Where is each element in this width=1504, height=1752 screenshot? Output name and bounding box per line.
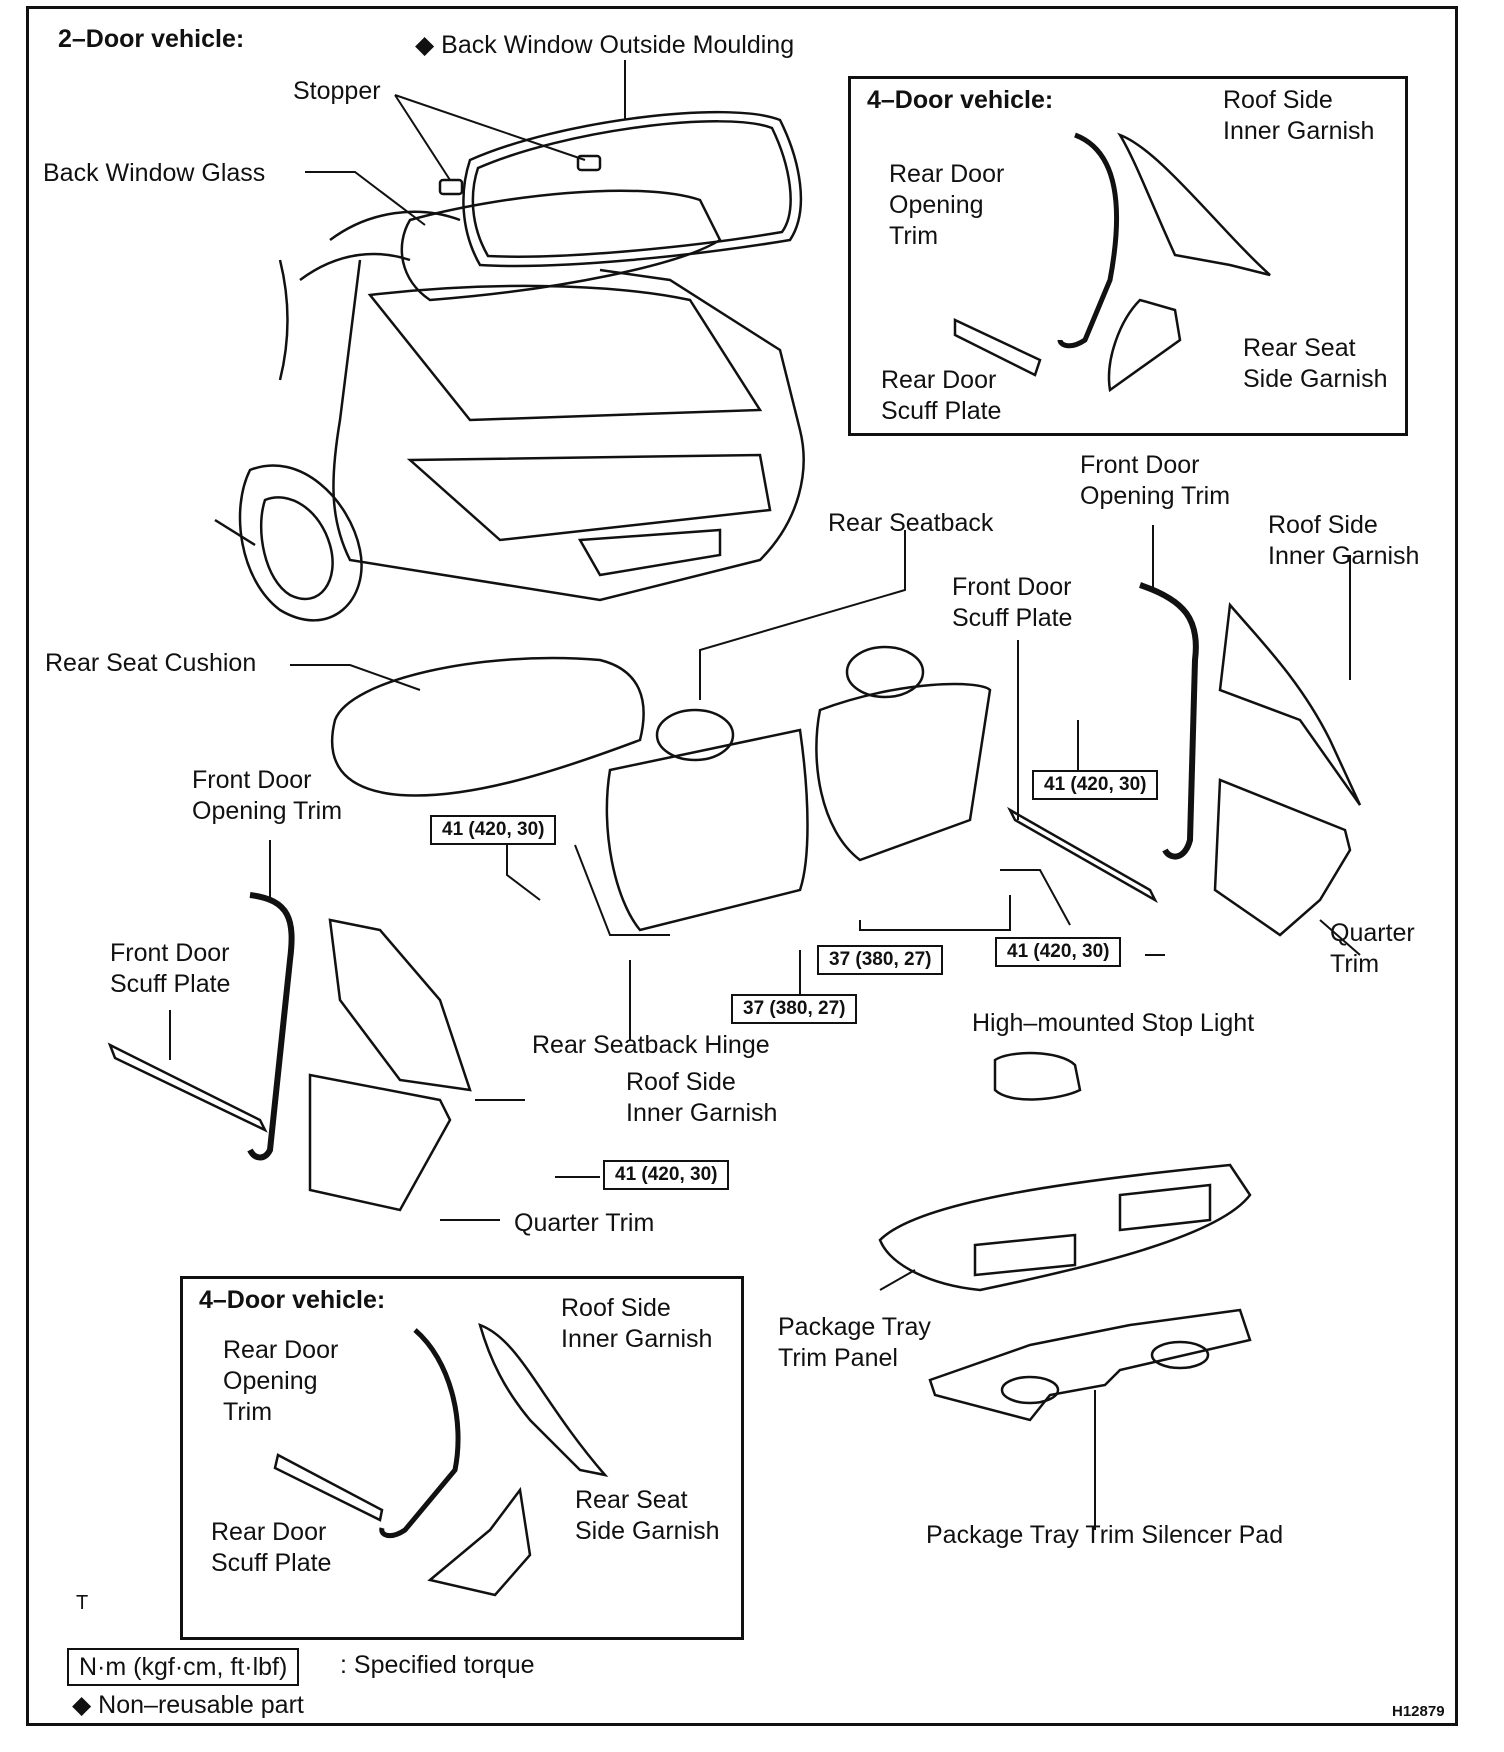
torque-spec-box: 41 (420, 30) — [603, 1160, 730, 1190]
inset-bottom-label-rear-seat-side-garnish: Rear Seat Side Garnish — [575, 1486, 720, 1545]
label-rear-seat-cushion: Rear Seat Cushion — [45, 649, 257, 677]
label-front-door-opening-trim-left: Front Door Opening Trim — [192, 766, 343, 825]
corner-mark: T — [76, 1592, 89, 1614]
inset-bottom-label-rear-door-scuff-plate: Rear Door Scuff Plate — [211, 1518, 332, 1577]
rear-seatback-left-drawing — [605, 728, 809, 932]
label-quarter-trim-right: Quarter Trim — [1330, 919, 1415, 978]
label-high-mounted-stop-light: High–mounted Stop Light — [972, 1009, 1255, 1037]
label-roof-side-inner-garnish-left: Roof Side Inner Garnish — [626, 1068, 778, 1127]
label-package-tray-trim-panel: Package Tray Trim Panel — [778, 1313, 931, 1372]
car-body-outline — [214, 210, 805, 622]
diagram-frame — [26, 6, 1458, 1726]
label-roof-side-inner-garnish-right: Roof Side Inner Garnish — [1268, 511, 1420, 570]
leader-lines — [169, 60, 1361, 1530]
label-quarter-trim-left: Quarter Trim — [514, 1209, 655, 1237]
legend-torque-desc: : Specified torque — [340, 1651, 535, 1679]
label-back-window-glass: Back Window Glass — [43, 159, 266, 187]
inset-bottom-label-rear-door-opening-trim: Rear Door Opening Trim — [223, 1336, 339, 1426]
torque-spec-box: 41 (420, 30) — [430, 815, 557, 845]
figure-id: H12879 — [1392, 1703, 1445, 1720]
inset-top-art — [953, 132, 1271, 393]
label-front-door-opening-trim-right: Front Door Opening Trim — [1080, 451, 1231, 510]
inset-top-title: 4–Door vehicle: — [867, 86, 1054, 114]
inset-4-door-bottom: 4–Door vehicle: Roof Side Inner Garnish … — [180, 1276, 744, 1640]
inset-4-door-top: 4–Door vehicle: Roof Side Inner Garnish … — [848, 76, 1408, 436]
inset-top-label-rear-door-scuff-plate: Rear Door Scuff Plate — [881, 366, 1002, 425]
inset-bottom-title: 4–Door vehicle: — [199, 1286, 386, 1314]
label-package-tray-trim-silencer-pad: Package Tray Trim Silencer Pad — [926, 1521, 1284, 1549]
torque-spec-box: 37 (380, 27) — [817, 945, 944, 975]
main-section-title: 2–Door vehicle: — [58, 25, 245, 53]
inset-bottom-art — [273, 1322, 609, 1597]
label-rear-seatback: Rear Seatback — [828, 509, 994, 537]
high-mounted-stop-light-drawing — [993, 1051, 1082, 1101]
label-rear-seatback-hinge: Rear Seatback Hinge — [532, 1031, 770, 1059]
label-stopper: Stopper — [293, 77, 381, 105]
legend-non-reusable: ◆ Non–reusable part — [72, 1691, 304, 1719]
label-front-door-scuff-plate-left: Front Door Scuff Plate — [110, 939, 231, 998]
label-back-window-outside-moulding: ◆ Back Window Outside Moulding — [415, 31, 795, 59]
package-tray-silencer-pad-drawing — [928, 1308, 1252, 1422]
inset-top-label-rear-seat-side-garnish: Rear Seat Side Garnish — [1243, 334, 1388, 393]
package-tray-trim-panel-drawing — [878, 1163, 1252, 1292]
legend-torque-unit: N·m (kgf·cm, ft·lbf) — [67, 1648, 300, 1686]
inset-bottom-label-roof-side-inner-garnish: Roof Side Inner Garnish — [561, 1294, 713, 1353]
rear-seat-cushion-drawing — [330, 656, 645, 797]
inset-top-label-rear-door-opening-trim: Rear Door Opening Trim — [889, 160, 1005, 250]
torque-spec-box: 41 (420, 30) — [995, 937, 1122, 967]
inset-top-label-roof-side-inner-garnish: Roof Side Inner Garnish — [1223, 86, 1375, 145]
torque-spec-box: 37 (380, 27) — [731, 994, 858, 1024]
label-front-door-scuff-plate-right: Front Door Scuff Plate — [952, 573, 1073, 632]
torque-spec-box: 41 (420, 30) — [1032, 770, 1159, 800]
back-window-parts — [400, 110, 803, 302]
rear-seatback-right-drawing — [815, 682, 992, 862]
